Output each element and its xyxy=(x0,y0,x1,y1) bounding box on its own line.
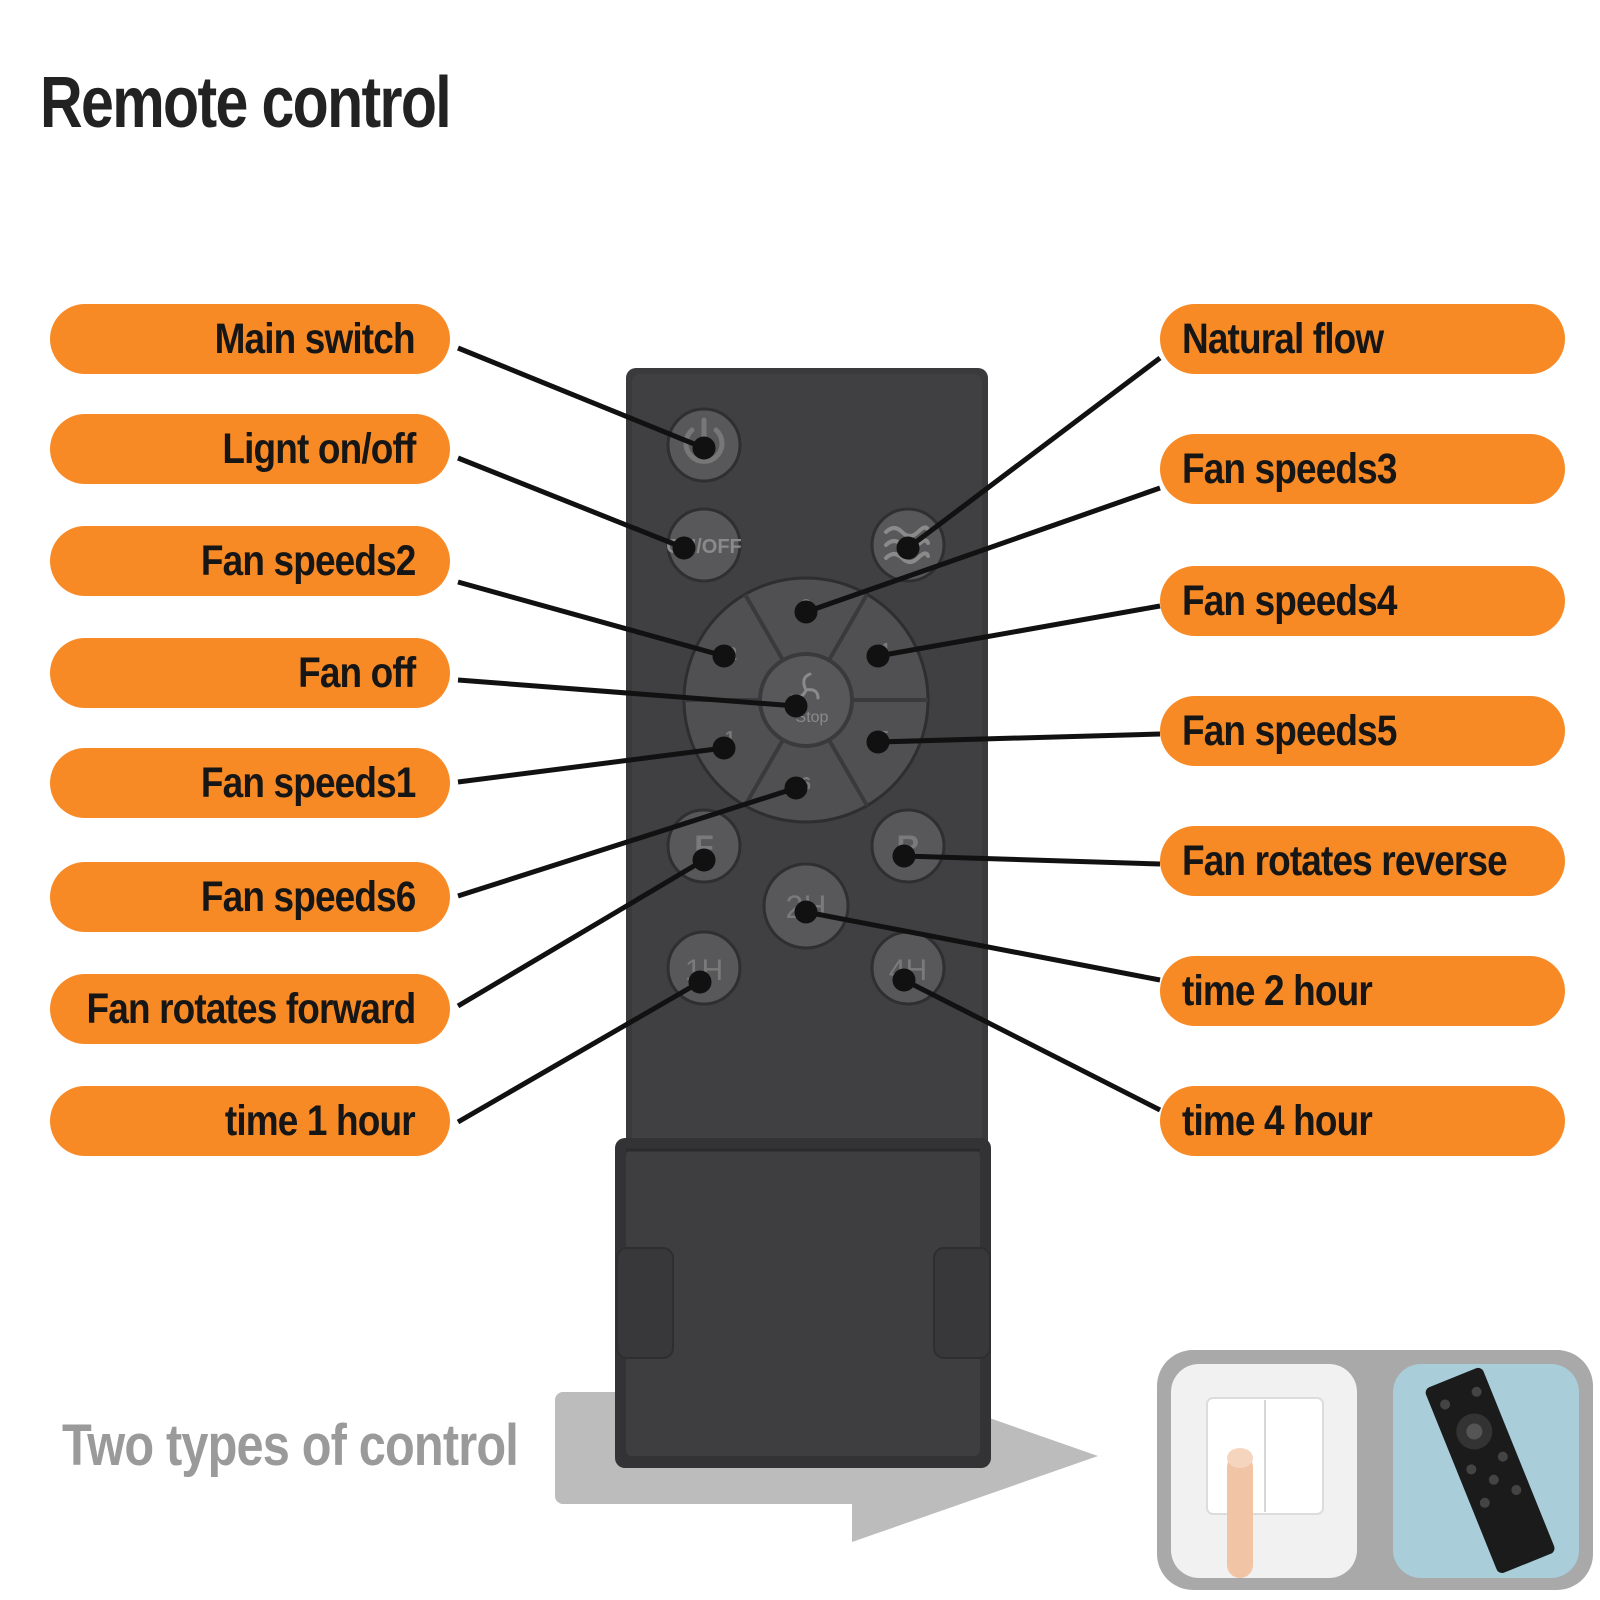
two-types-of-control-text: Two types of control xyxy=(62,1413,519,1478)
label-fan-speeds2: Fan speeds2 xyxy=(50,526,450,596)
label-fan-speeds6: Fan speeds6 xyxy=(50,862,450,932)
label-fan-speeds5: Fan speeds5 xyxy=(1160,696,1565,766)
label-light-on-off: Lignt on/off xyxy=(50,414,450,484)
control-types-photos xyxy=(1157,1350,1593,1590)
label-natural-flow: Natural flow xyxy=(1160,304,1565,374)
time-1h-button[interactable]: 1H xyxy=(666,930,742,1006)
wall-switch-photo xyxy=(1171,1364,1357,1578)
label-fan-speeds4: Fan speeds4 xyxy=(1160,566,1565,636)
label-main-switch: Main switch xyxy=(50,304,450,374)
stop-button[interactable]: Stop xyxy=(758,652,854,748)
label-fan-speeds1: Fan speeds1 xyxy=(50,748,450,818)
label-fan-speeds3: Fan speeds3 xyxy=(1160,434,1565,504)
label-time-1-hour: time 1 hour xyxy=(50,1086,450,1156)
page-title: Remote control xyxy=(40,63,452,143)
callout-lines xyxy=(456,345,1162,1125)
label-time-2-hour: time 2 hour xyxy=(1160,956,1565,1026)
label-time-4-hour: time 4 hour xyxy=(1160,1086,1565,1156)
remote-photo xyxy=(1393,1364,1579,1578)
label-fan-off: Fan off xyxy=(50,638,450,708)
label-fan-rotates-forward: Fan rotates forward xyxy=(50,974,450,1044)
label-fan-rotates-reverse: Fan rotates reverse xyxy=(1160,826,1565,896)
speed-dial: Stop 3 4 5 6 1 2 xyxy=(682,576,930,824)
speed-1-label[interactable]: 1 xyxy=(725,728,735,748)
time-4h-button[interactable]: 4H xyxy=(870,930,946,1006)
